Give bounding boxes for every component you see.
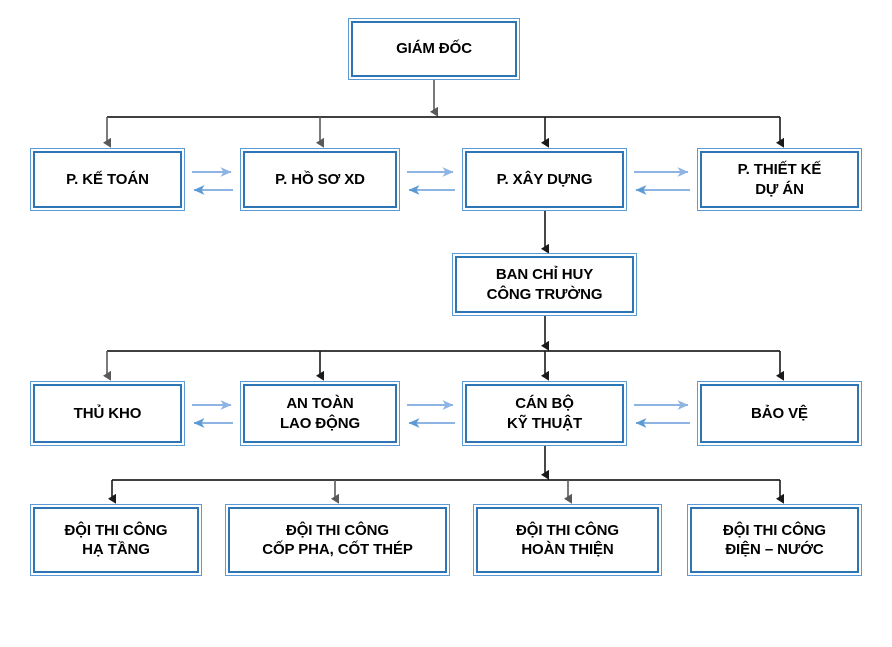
node-doi-thi-cong-ha-tang-frame: ĐỘI THI CÔNG HẠ TẦNG <box>33 507 199 573</box>
node-p-xay-dung[interactable]: P. XÂY DỰNG <box>462 148 627 211</box>
node-doi-thi-cong-hoan-thien-label: ĐỘI THI CÔNG HOÀN THIỆN <box>516 521 619 558</box>
node-doi-thi-cong-hoan-thien[interactable]: ĐỘI THI CÔNG HOÀN THIỆN <box>473 504 662 576</box>
node-doi-thi-cong-dien-nuoc[interactable]: ĐỘI THI CÔNG ĐIỆN – NƯỚC <box>687 504 862 576</box>
node-doi-thi-cong-dien-nuoc-frame: ĐỘI THI CÔNG ĐIỆN – NƯỚC <box>690 507 859 573</box>
node-thu-kho[interactable]: THỦ KHO <box>30 381 185 446</box>
node-p-thiet-ke-du-an-label: P. THIẾT KẾ DỰ ÁN <box>737 161 822 198</box>
node-p-ho-so-xd-label: P. HỒ SƠ XD <box>275 170 365 188</box>
node-p-ke-toan[interactable]: P. KẾ TOÁN <box>30 148 185 211</box>
node-p-thiet-ke-du-an[interactable]: P. THIẾT KẾ DỰ ÁN <box>697 148 862 211</box>
node-p-ho-so-xd[interactable]: P. HỒ SƠ XD <box>240 148 400 211</box>
edge-group-ban-chi-huy-to-site-roles <box>103 316 784 381</box>
node-doi-thi-cong-ha-tang-label: ĐỘI THI CÔNG HẠ TẦNG <box>64 521 168 558</box>
node-doi-thi-cong-hoan-thien-frame: ĐỘI THI CÔNG HOÀN THIỆN <box>476 507 659 573</box>
node-doi-thi-cong-dien-nuoc-label: ĐỘI THI CÔNG ĐIỆN – NƯỚC <box>723 521 826 558</box>
node-bao-ve-label: BẢO VỆ <box>751 404 808 422</box>
node-p-ke-toan-frame: P. KẾ TOÁN <box>33 151 182 208</box>
node-an-toan-lao-dong-label: AN TOÀN LAO ĐỘNG <box>279 395 361 432</box>
node-ban-chi-huy-cong-truong-frame: BAN CHỈ HUY CÔNG TRƯỜNG <box>455 256 634 313</box>
node-p-thiet-ke-du-an-frame: P. THIẾT KẾ DỰ ÁN <box>700 151 859 208</box>
node-doi-thi-cong-ha-tang[interactable]: ĐỘI THI CÔNG HẠ TẦNG <box>30 504 202 576</box>
node-ban-chi-huy-cong-truong-label: BAN CHỈ HUY CÔNG TRƯỜNG <box>486 266 603 303</box>
node-bao-ve-frame: BẢO VỆ <box>700 384 859 443</box>
node-p-xay-dung-label: P. XÂY DỰNG <box>496 170 593 188</box>
node-p-xay-dung-frame: P. XÂY DỰNG <box>465 151 624 208</box>
node-giam-doc-label: GIÁM ĐỐC <box>396 40 472 58</box>
node-thu-kho-frame: THỦ KHO <box>33 384 182 443</box>
node-can-bo-ky-thuat-label: CÁN BỘ KỸ THUẬT <box>506 395 583 432</box>
node-giam-doc-frame: GIÁM ĐỐC <box>351 21 517 77</box>
node-ban-chi-huy-cong-truong[interactable]: BAN CHỈ HUY CÔNG TRƯỜNG <box>452 253 637 316</box>
node-doi-thi-cong-cop-pha-cot-thep-frame: ĐỘI THI CÔNG CỐP PHA, CỐT THÉP <box>228 507 447 573</box>
node-doi-thi-cong-cop-pha-cot-thep-label: ĐỘI THI CÔNG CỐP PHA, CỐT THÉP <box>262 521 413 558</box>
node-an-toan-lao-dong[interactable]: AN TOÀN LAO ĐỘNG <box>240 381 400 446</box>
node-bao-ve[interactable]: BẢO VỆ <box>697 381 862 446</box>
node-p-ke-toan-label: P. KẾ TOÁN <box>66 170 149 188</box>
node-giam-doc[interactable]: GIÁM ĐỐC <box>348 18 520 80</box>
node-can-bo-ky-thuat-frame: CÁN BỘ KỸ THUẬT <box>465 384 624 443</box>
node-doi-thi-cong-cop-pha-cot-thep[interactable]: ĐỘI THI CÔNG CỐP PHA, CỐT THÉP <box>225 504 450 576</box>
node-an-toan-lao-dong-frame: AN TOÀN LAO ĐỘNG <box>243 384 397 443</box>
edge-group-ky-thuat-to-teams <box>108 446 784 504</box>
node-can-bo-ky-thuat[interactable]: CÁN BỘ KỸ THUẬT <box>462 381 627 446</box>
edge-group-giam-doc-to-departments <box>103 80 784 148</box>
node-p-ho-so-xd-frame: P. HỒ SƠ XD <box>243 151 397 208</box>
node-thu-kho-label: THỦ KHO <box>73 404 142 422</box>
